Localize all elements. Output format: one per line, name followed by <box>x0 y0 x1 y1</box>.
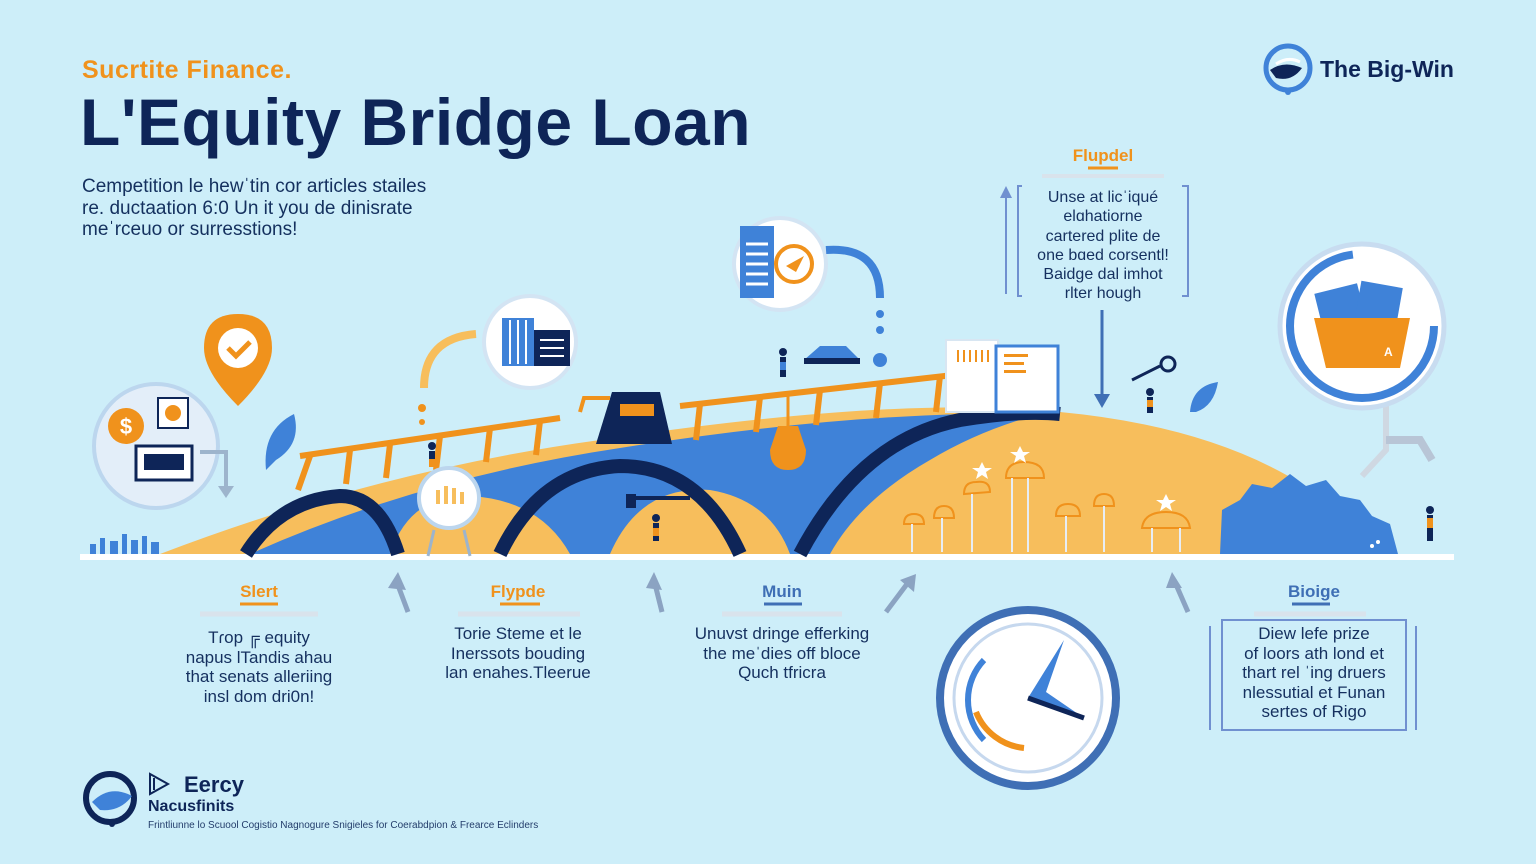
footer-brand-name: Eercy <box>184 772 244 797</box>
footer-play-icon <box>149 772 171 796</box>
step-2-body: Torie Steme et le Inerssots bouding lan … <box>445 624 591 682</box>
step-3: Muin Unuvst dringe efferking the meˈdies… <box>672 582 892 683</box>
arch-2 <box>493 458 747 558</box>
city-skyline-left <box>90 534 159 554</box>
svg-text:$: $ <box>120 414 132 439</box>
hanging-bulb-icon <box>770 426 806 470</box>
brand-top-name: The Big-Win <box>1320 56 1454 82</box>
step-4: Bioige Diew lefe prize of loors ath lond… <box>1222 582 1406 722</box>
footer-tagline: Frintliunne lo Scuool Cogistio Nagnogure… <box>148 820 539 831</box>
decorative-clouds <box>902 460 1192 529</box>
leaf-icon <box>265 414 296 470</box>
building-icon <box>945 339 999 413</box>
wrench-icon <box>1131 364 1161 382</box>
step-2: Flypde Torie Steme et le Inerssots boudi… <box>420 582 616 683</box>
finance-gear-badge: $ <box>92 382 220 510</box>
step-1: Slert Tɾop ╔ equity napus lTandis ahau t… <box>160 582 358 706</box>
brand-top[interactable]: The Big-Win <box>1262 42 1492 98</box>
intro-text: Cempetition le hewˈtin cor articles stai… <box>82 176 427 240</box>
box-documents-badge: A <box>1277 241 1447 411</box>
svg-text:A: A <box>1384 345 1393 359</box>
footer-brand-sub: Nacusfinits <box>148 798 235 815</box>
office-building-badge <box>482 294 578 390</box>
step-1-body: Tɾop ╔ equity napus lTandis ahau that se… <box>185 628 333 706</box>
gear-hill-icon <box>1220 474 1398 554</box>
step-3-label: Muin <box>762 582 802 601</box>
step-4-box <box>1221 619 1407 731</box>
step-rules <box>200 602 1366 617</box>
dollar-gear-icon <box>108 408 144 444</box>
header-kicker: Sucrtite Finance. <box>82 56 292 84</box>
bridge-railing <box>295 369 981 491</box>
callout-top: Flupdel Unse at licˈiqué elɑhatiorne car… <box>1026 146 1180 304</box>
bridge-car-icon <box>804 346 860 360</box>
callout-bracket <box>1017 185 1189 297</box>
callout-top-body: Unse at licˈiqué elɑhatiorne cartered pl… <box>1037 189 1169 303</box>
compass-clock-icon <box>936 606 1120 790</box>
check-pin-icon <box>204 314 272 406</box>
bridge-blue-deck <box>250 413 1040 554</box>
step-1-label: Slert <box>240 582 278 601</box>
ground-line <box>80 554 1454 560</box>
light-poles <box>911 478 1181 552</box>
brand-globe-icon <box>1263 43 1313 95</box>
step-4-label: Bioige <box>1288 582 1340 601</box>
step-4-body: Diew lefe prize of loors ath lond et tha… <box>1242 624 1386 721</box>
arch-1 <box>240 488 405 558</box>
callout-top-label: Flupdel <box>1072 146 1134 165</box>
step-3-body: Unuvst dringe efferking the meˈdies off … <box>694 624 870 682</box>
data-server-badge <box>732 216 828 312</box>
leaf-icon-right <box>1190 382 1218 412</box>
bank-badge-icon <box>417 466 481 557</box>
page-title: L'Equity Bridge Loan <box>80 85 752 159</box>
step-2-label: Flypde <box>490 582 546 601</box>
star-icons <box>972 446 1176 511</box>
footer-logo-icon <box>83 771 137 827</box>
